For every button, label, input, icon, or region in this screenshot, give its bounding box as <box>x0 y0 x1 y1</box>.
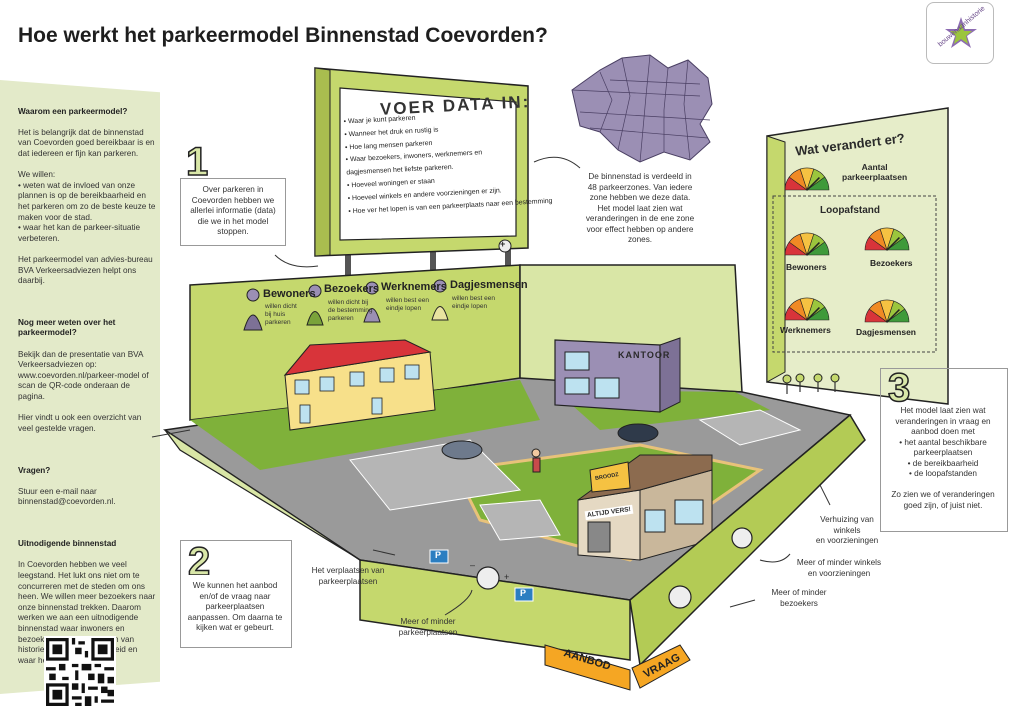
logo-star-icon <box>945 17 977 48</box>
parking-sign-label: P <box>520 588 527 598</box>
sidebar-heading: Vragen? <box>18 465 51 475</box>
people-legend-icons <box>243 279 449 331</box>
gauge-segment <box>806 176 830 191</box>
gauge-segment <box>806 241 830 256</box>
sidebar-section: Waarom een parkeermodel? Het is belangri… <box>18 96 156 297</box>
plus-icon: + <box>500 239 506 249</box>
step-2-text: We kunnen het aanbod en/of de vraag naar… <box>180 575 290 647</box>
sidebar-section: Nog meer weten over het parkeermodel? Be… <box>18 307 156 445</box>
parking-sign-icon <box>429 549 449 564</box>
logo: bouwenaanhistorie <box>926 2 994 64</box>
sidebar-background <box>0 80 160 694</box>
poster-list: • Waar je kunt parkeren • Wanneer het dr… <box>343 108 553 219</box>
board-section-title: Loopafstand <box>820 205 880 216</box>
parking-lot <box>349 439 522 511</box>
legend-name: Werknemers <box>381 281 447 293</box>
sidebar-body: Het is belangrijk dat de binnenstad van … <box>18 127 156 286</box>
legend-name: Bewoners <box>263 288 316 300</box>
legend-desc: willen dicht bij de bestemming parkeren <box>328 299 373 322</box>
parking-sign-icon <box>514 587 534 602</box>
annotation-parkeerplaatsen: Meer of minder parkeerplaatsen <box>398 617 458 637</box>
sidebar-heading: Waarom een parkeermodel? <box>18 106 128 116</box>
annotation-bezoekers: Meer of minder bezoekers <box>771 588 827 608</box>
plus-label: + <box>504 572 510 582</box>
gauge-label: Werknemers <box>780 325 831 335</box>
gauge-segment <box>886 308 910 323</box>
gauge-label: Bewoners <box>786 262 827 272</box>
legend-desc: willen dicht bij huis parkeren <box>265 303 297 326</box>
board-top-label: Aantal parkeerplaatsen <box>842 162 908 182</box>
sidebar-heading: Nog meer weten over het parkeermodel? <box>18 317 116 338</box>
annotation-verhuizing: Verhuizing van winkels en voorzieningen <box>815 515 879 545</box>
qr-code-icon <box>46 638 114 706</box>
gauge-segment <box>886 236 910 251</box>
control-knobs <box>476 527 753 609</box>
map-description: De binnenstad is verdeeld in 48 parkeerz… <box>585 172 695 244</box>
step-3-text: Het model laat zien wat veranderingen in… <box>891 406 995 510</box>
minus-label: – <box>470 560 476 570</box>
houses <box>283 339 436 431</box>
gauge-needle <box>806 307 820 321</box>
sidebar-body: Stuur een e-mail naar binnenstad@coevord… <box>18 486 116 507</box>
zone-map <box>571 54 713 163</box>
gauge-needle <box>806 242 820 256</box>
aanbod-tag-shape <box>544 644 631 691</box>
office-building <box>554 337 681 413</box>
office-sign: KANTOOR <box>618 350 671 360</box>
legend-desc: willen best een eindje lopen <box>452 295 495 310</box>
legend-name: Bezoekers <box>324 283 380 295</box>
person-figure <box>531 448 541 473</box>
gauge-segment <box>806 306 830 321</box>
shop-building <box>577 454 713 561</box>
page-title: Hoe werkt het parkeermodel Binnenstad Co… <box>18 24 548 47</box>
sidebar-section: Vragen? Stuur een e-mail naar binnenstad… <box>18 455 156 519</box>
gauge-label: Dagjesmensen <box>856 327 916 337</box>
grass-area <box>190 380 540 470</box>
results-board <box>766 107 949 405</box>
gauge-needle <box>886 237 900 251</box>
billboard <box>314 67 529 282</box>
step-number: 2 <box>187 539 211 585</box>
model-front-ledge <box>359 559 631 661</box>
parking-lot <box>698 409 802 446</box>
step-number: 3 <box>887 365 911 411</box>
gauges <box>784 167 910 323</box>
sidebar: Waarom een parkeermodel? Het is belangri… <box>18 96 156 687</box>
qr-code[interactable] <box>44 636 116 708</box>
annotation-winkels: Meer of minder winkels en voorzieningen <box>796 558 882 578</box>
gauge-needle <box>806 177 820 191</box>
car <box>441 423 659 460</box>
legend-desc: willen best een eindje lopen <box>386 297 429 312</box>
step-number: 1 <box>185 139 209 185</box>
sidebar-heading: Uitnodigende binnenstad <box>18 539 117 549</box>
sidebar-body: Bekijk dan de presentatie van BVA Verkee… <box>18 349 149 433</box>
arrows <box>151 156 831 616</box>
parking-lot <box>479 499 561 541</box>
vraag-tag-shape <box>631 644 691 689</box>
step-1-text: Over parkeren in Coevorden hebben we all… <box>180 178 286 246</box>
legend-name: Dagjesmensen <box>450 279 528 291</box>
annotation-verplaatsen: Het verplaatsen van parkeerplaatsen <box>311 566 385 586</box>
parking-sign-label: P <box>435 550 442 560</box>
gauge-label: Bezoekers <box>870 258 913 268</box>
gauge-needle <box>886 309 900 323</box>
